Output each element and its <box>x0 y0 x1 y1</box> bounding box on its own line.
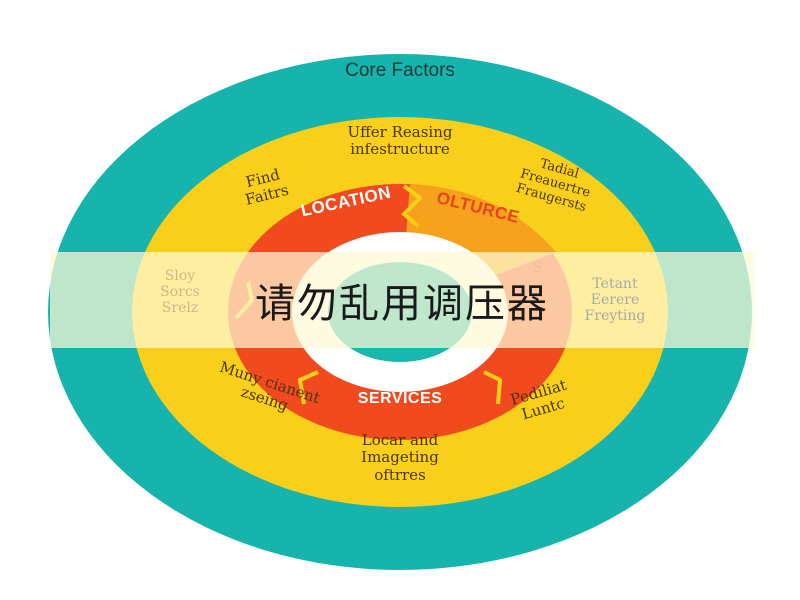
segment-divider-bottom <box>297 370 319 405</box>
ring-label-left: Sloy Sorcs Srelz <box>160 268 200 317</box>
banner-text: 请勿乱用调压器 <box>255 281 549 327</box>
segment-label-services: SERVICES <box>357 390 443 407</box>
ring-label-bottom: Locar and Imageting oftrres <box>361 431 439 484</box>
diagram-title: Core Factors <box>345 60 455 81</box>
ring-label-top: Uffer Reasing infestructure <box>347 123 453 159</box>
segment-divider-top <box>401 184 424 228</box>
ring-label-right: Tetant Eerere Freyting <box>584 276 646 325</box>
segment-label-right: S <box>533 260 543 276</box>
watermark-banner: Sloy Sorcs Srelz S Tetant Eerere Freytin… <box>50 252 754 348</box>
segment-divider-right <box>483 370 503 405</box>
